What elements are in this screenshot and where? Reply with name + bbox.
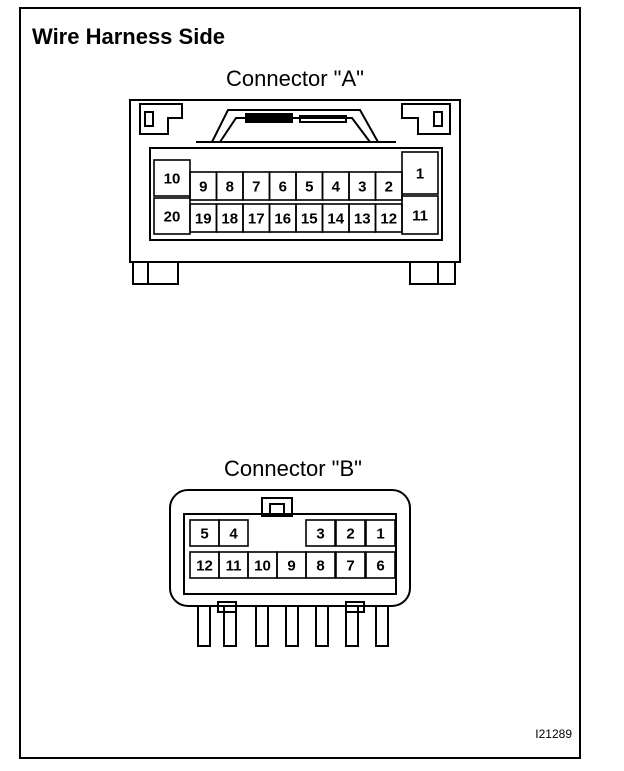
pin-b-3: 3 xyxy=(316,526,324,543)
connector-a-cavity xyxy=(149,147,443,241)
pin-b-2: 2 xyxy=(346,526,354,543)
pin-b-7: 7 xyxy=(346,558,354,575)
pin-a-10: 10 xyxy=(164,171,181,188)
figure-code: I21289 xyxy=(535,727,572,741)
pin-b-12: 12 xyxy=(196,558,213,575)
connector-a-latch xyxy=(211,109,379,143)
connector-a-label: Connector "A" xyxy=(226,66,364,91)
connector-b-pins: 5 4 3 2 1 12 11 10 9 8 7 6 xyxy=(189,519,396,579)
connector-a-hook-right xyxy=(401,103,451,135)
pin-a-17: 17 xyxy=(248,211,265,228)
pin-a-2-cell xyxy=(374,171,403,201)
pin-a-15: 15 xyxy=(301,211,318,228)
pin-a-14: 14 xyxy=(327,211,344,228)
pin-a-20: 20 xyxy=(164,209,181,226)
pin-b-8-cell xyxy=(305,551,336,579)
connector-b-body xyxy=(169,489,411,607)
pin-a-9: 9 xyxy=(199,179,207,196)
connector-b-tab xyxy=(261,497,293,517)
pin-a-3: 3 xyxy=(358,179,366,196)
pin-b-5: 5 xyxy=(200,526,208,543)
pin-a-19: 19 xyxy=(195,211,212,228)
connector-b-label: Connector "B" xyxy=(224,456,362,481)
pin-a-12-cell xyxy=(374,203,403,233)
pin-a-18: 18 xyxy=(221,211,238,228)
page-title: Wire Harness Side xyxy=(32,24,225,49)
connector-a-body xyxy=(129,99,461,263)
connector-a-foot-left xyxy=(132,261,179,285)
connector-b-terminals xyxy=(197,601,389,647)
pin-b-11: 11 xyxy=(226,558,242,575)
pin-a-6: 6 xyxy=(279,179,287,196)
pin-a-12: 12 xyxy=(380,211,397,228)
pin-b-4: 4 xyxy=(229,526,238,543)
pin-b-6-cell xyxy=(365,551,396,579)
pin-b-8: 8 xyxy=(316,558,324,575)
pin-b-1-cell xyxy=(365,519,396,547)
connector-b xyxy=(169,489,411,647)
pin-a-8: 8 xyxy=(226,179,234,196)
pin-a-1: 1 xyxy=(416,166,424,183)
pin-a-13: 13 xyxy=(354,211,371,228)
pin-b-4-cell xyxy=(218,519,249,547)
pin-b-2-cell xyxy=(335,519,366,547)
pin-b-9: 9 xyxy=(287,558,295,575)
pin-a-2: 2 xyxy=(385,179,393,196)
pin-b-7-cell xyxy=(335,551,366,579)
pin-b-1: 1 xyxy=(376,526,384,543)
pin-b-3-cell xyxy=(305,519,336,547)
pin-b-6: 6 xyxy=(376,558,384,575)
pin-a-11: 11 xyxy=(412,208,428,225)
pin-a-4: 4 xyxy=(332,179,341,196)
connector-b-cavity xyxy=(183,513,397,595)
pin-a-5: 5 xyxy=(305,179,313,196)
figure-border xyxy=(19,7,581,759)
connector-a-foot-right xyxy=(409,261,456,285)
pin-b-10: 10 xyxy=(254,558,271,575)
pin-a-7: 7 xyxy=(252,179,260,196)
connector-a-hook-left xyxy=(139,103,183,135)
pin-a-16: 16 xyxy=(274,211,291,228)
connector-a xyxy=(129,99,461,285)
